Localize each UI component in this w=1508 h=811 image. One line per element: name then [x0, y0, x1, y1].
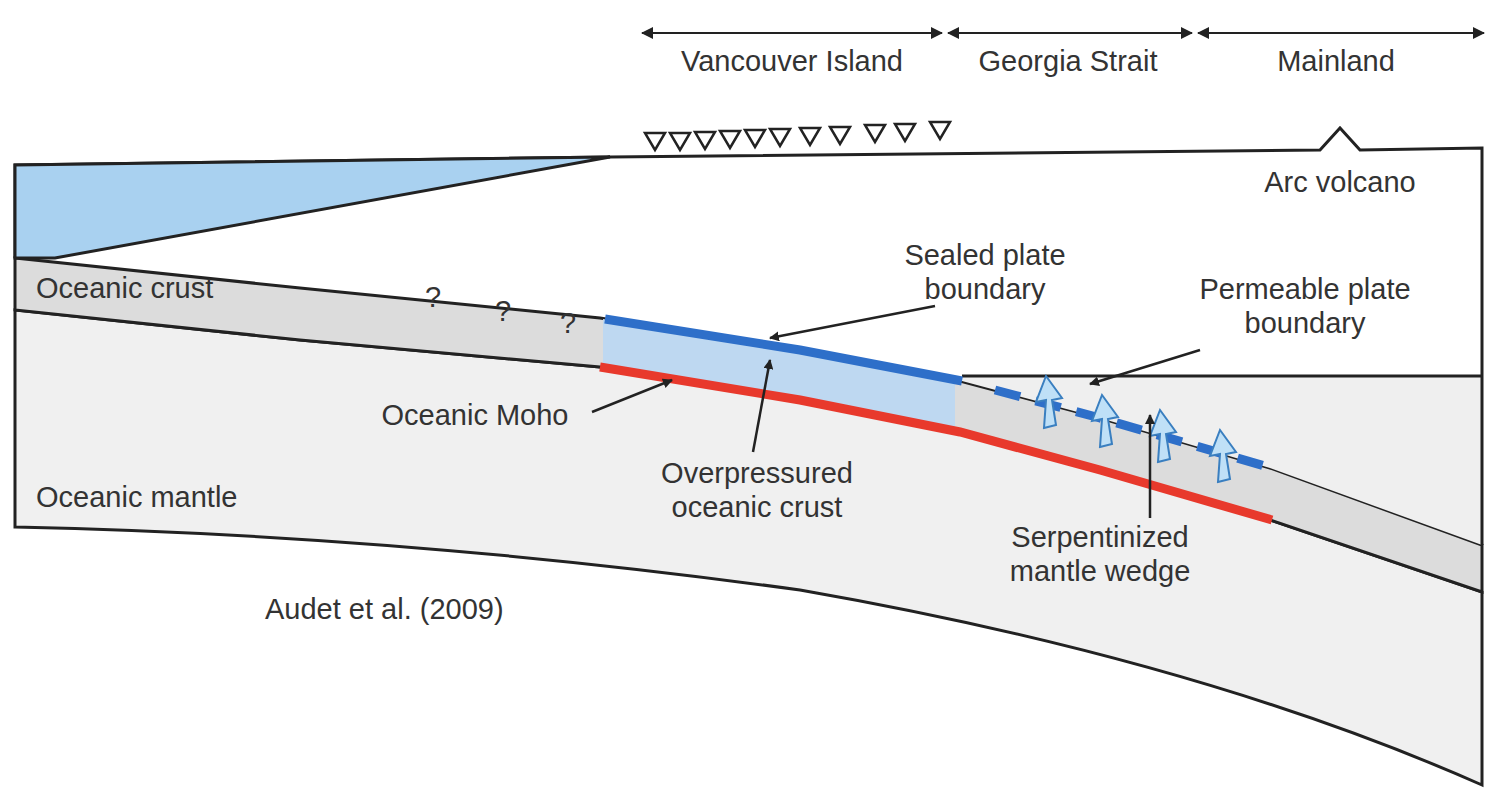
label: Mainland [1277, 44, 1395, 78]
surface [15, 128, 1482, 545]
oceanic-crust [15, 258, 1482, 592]
label: Overpressured oceanic crust [632, 456, 882, 524]
label: ? [495, 294, 511, 328]
label: Serpentinized mantle wedge [975, 520, 1225, 588]
stations [645, 122, 950, 150]
mantle-wedge [962, 376, 1482, 545]
label: Arc volcano [1264, 165, 1416, 199]
label: Vancouver Island [681, 44, 903, 78]
label: Oceanic crust [36, 271, 213, 305]
extent-arrows [642, 32, 1484, 34]
label: Georgia Strait [979, 44, 1158, 78]
oceanic-mantle [15, 310, 1482, 785]
label: Oceanic Moho [382, 398, 569, 432]
label: Sealed plate boundary [870, 238, 1100, 306]
label: Audet et al. (2009) [265, 592, 504, 626]
label: Oceanic mantle [36, 480, 238, 514]
sealed-boundary [605, 319, 962, 381]
ocean [15, 157, 610, 258]
fluid-arrows [1036, 376, 1236, 482]
label: ? [560, 306, 576, 340]
label: ? [425, 280, 441, 314]
label: Permeable plate boundary [1165, 272, 1445, 340]
